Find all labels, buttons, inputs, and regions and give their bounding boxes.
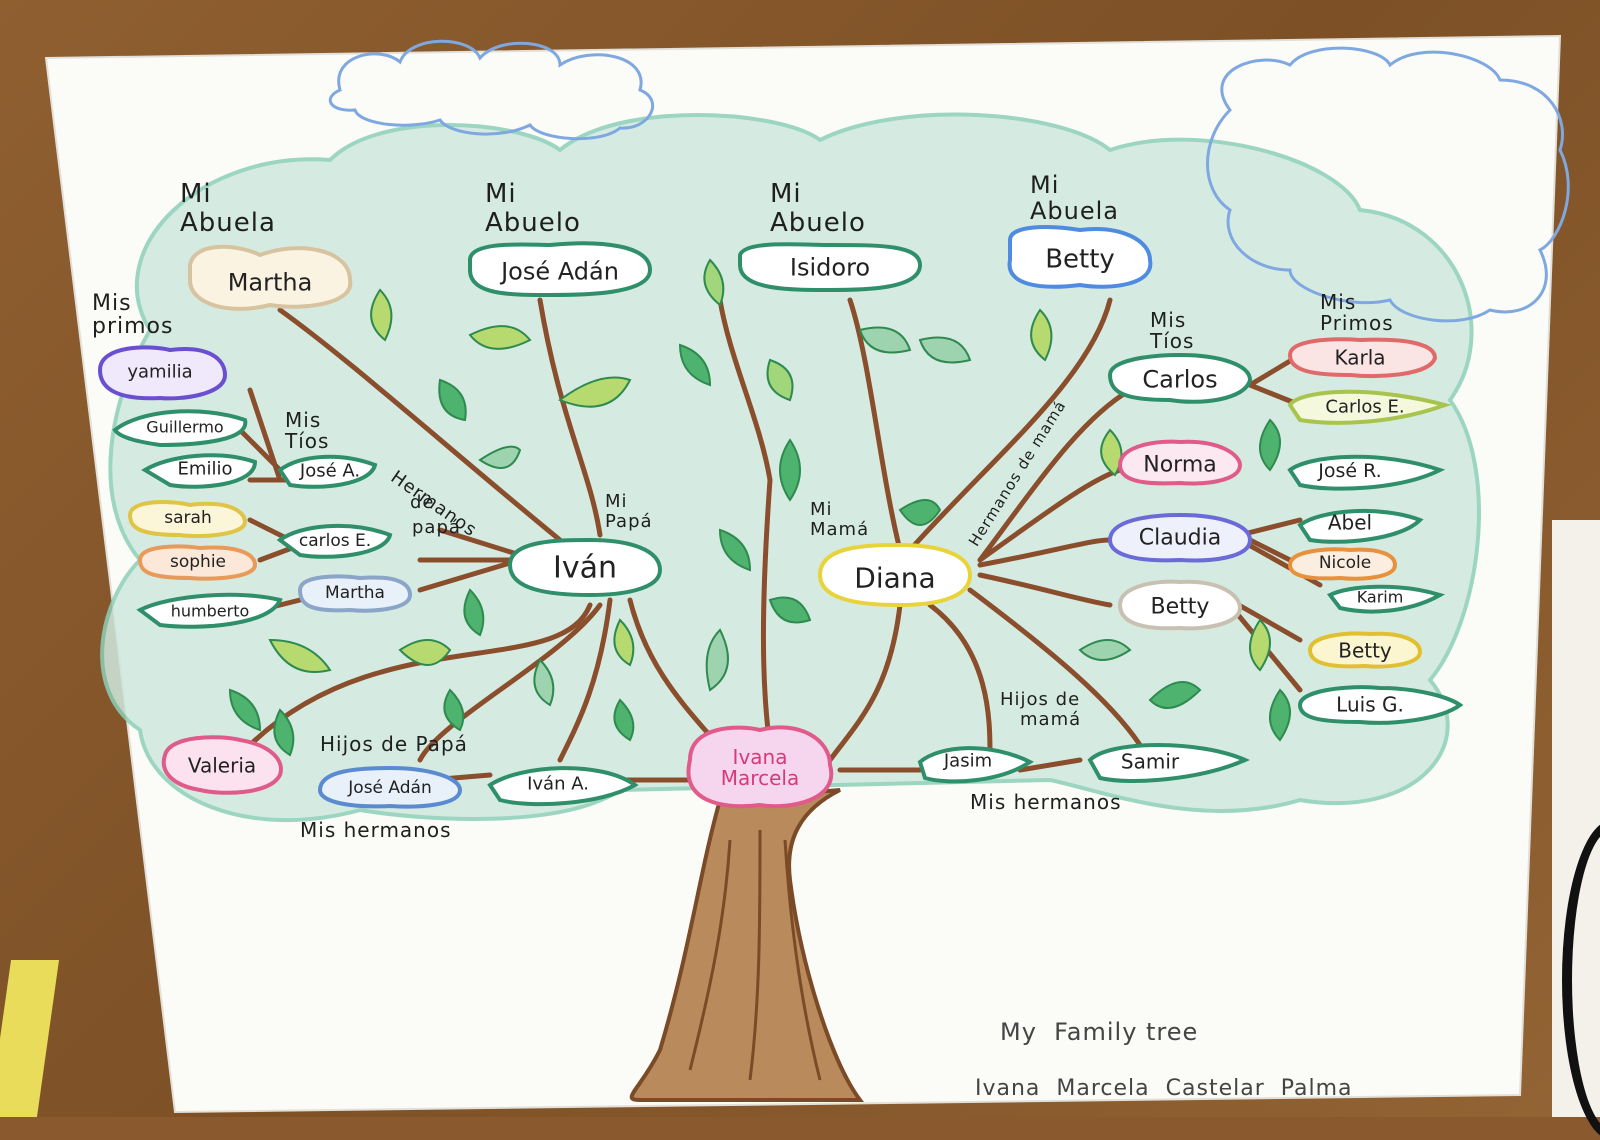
bubble-sarah [127, 500, 248, 539]
bubble-carlos [1107, 352, 1253, 404]
aunt-norma: Norma [1143, 452, 1217, 478]
brother-jose-adan: José Adán [348, 778, 432, 799]
bubble-karla [1287, 337, 1438, 379]
grandma-betty-name: Betty [1045, 244, 1115, 275]
brother-ivan-a: Iván A. [527, 773, 589, 795]
grandpa-isidoro-name: Isidoro [789, 253, 871, 282]
uncle-emilio: Emilio [177, 458, 233, 480]
cousin-sophie: sophie [169, 552, 227, 573]
bubble-ivana [686, 725, 834, 809]
bubble-carlos-e-mom [1287, 389, 1452, 425]
grandpa-jose-adan-name: José Adán [501, 257, 619, 286]
brother-samir: Samir [1120, 749, 1180, 774]
bubble-martha-grandma [188, 244, 353, 311]
aunt-martha: Martha [325, 583, 385, 604]
drawing-title: My Family tree [1000, 1018, 1199, 1046]
bubble-betty-cousin [1307, 631, 1423, 669]
bubble-luis [1297, 685, 1464, 725]
uncle-jose-a: José A. [299, 460, 361, 482]
bubble-ivan-a [487, 766, 639, 807]
tree-leaves [228, 258, 1291, 757]
cousin-karla: Karla [1334, 345, 1386, 370]
bubble-diana [817, 542, 973, 608]
bubble-jose-r [1287, 454, 1446, 491]
bubble-ivan [507, 537, 663, 598]
mom-name: Diana [854, 561, 936, 595]
dad-name: Iván [553, 550, 617, 586]
cousin-carlos-e: Carlos E. [1325, 396, 1405, 418]
bubble-jose-adan-brother [317, 765, 463, 809]
family-tree-drawing [44, 34, 1570, 1114]
uncle-carlos-e: carlos E. [298, 531, 372, 552]
name-bubbles [97, 225, 1464, 809]
bubble-jose-a [277, 454, 378, 489]
drawing-author: Ivana Marcela Castelar Palma [975, 1076, 1353, 1101]
cousin-betty: Betty [1338, 638, 1392, 663]
cousin-humberto: humberto [170, 601, 250, 621]
uncle-guillermo: Guillermo [146, 417, 224, 437]
bubble-jose-adan-grandpa [468, 241, 653, 298]
cousin-sarah: sarah [164, 508, 212, 529]
brother-jasim: Jasim [943, 750, 993, 772]
uncle-carlos: Carlos [1142, 365, 1218, 394]
bubble-jasim [917, 746, 1034, 784]
bubble-karim [1326, 584, 1446, 614]
cousin-abel: Abel [1327, 510, 1373, 535]
bubble-humberto [136, 592, 283, 629]
cousin-luis: Luis G. [1336, 692, 1404, 717]
dad-siblings-label: Hermanos de papá [386, 466, 481, 542]
dad-siblings-caption: Mis hermanos [300, 818, 452, 842]
bubble-yamilia [97, 345, 228, 401]
cousin-karim: Karim [1356, 587, 1404, 607]
bubble-abel [1297, 508, 1424, 544]
cloud-left [328, 39, 654, 141]
bubble-betty-grandma [1007, 225, 1153, 289]
tree-trunk [629, 788, 864, 1102]
bubble-norma [1117, 439, 1243, 486]
cousin-nicole: Nicole [1318, 553, 1372, 574]
bubble-emilio [141, 453, 258, 489]
mom-siblings-caption: Mis hermanos [970, 790, 1122, 814]
bubble-nicole [1287, 547, 1398, 581]
aunt-claudia: Claudia [1138, 525, 1222, 551]
bubble-valeria [161, 735, 283, 795]
bubble-guillermo [112, 409, 248, 448]
bubble-samir [1087, 743, 1250, 783]
cousin-yamilia: yamilia [127, 361, 193, 383]
bubble-isidoro [738, 242, 923, 293]
bubble-martha-aunt [297, 574, 413, 613]
grandma-martha-name: Martha [227, 268, 313, 297]
bubble-carlos-e-dad [276, 524, 393, 559]
dad-children-label: Hijos de Papá [320, 732, 468, 756]
bubble-claudia [1107, 512, 1253, 563]
adjacent-poster [1552, 520, 1600, 1140]
bubble-sophie [137, 544, 258, 581]
cloud-right [1206, 46, 1570, 323]
bubble-betty-aunt [1117, 579, 1243, 631]
sister-valeria: Valeria [187, 753, 257, 778]
cousin-jose-r: José R. [1318, 460, 1382, 483]
aunt-betty: Betty [1150, 594, 1210, 620]
